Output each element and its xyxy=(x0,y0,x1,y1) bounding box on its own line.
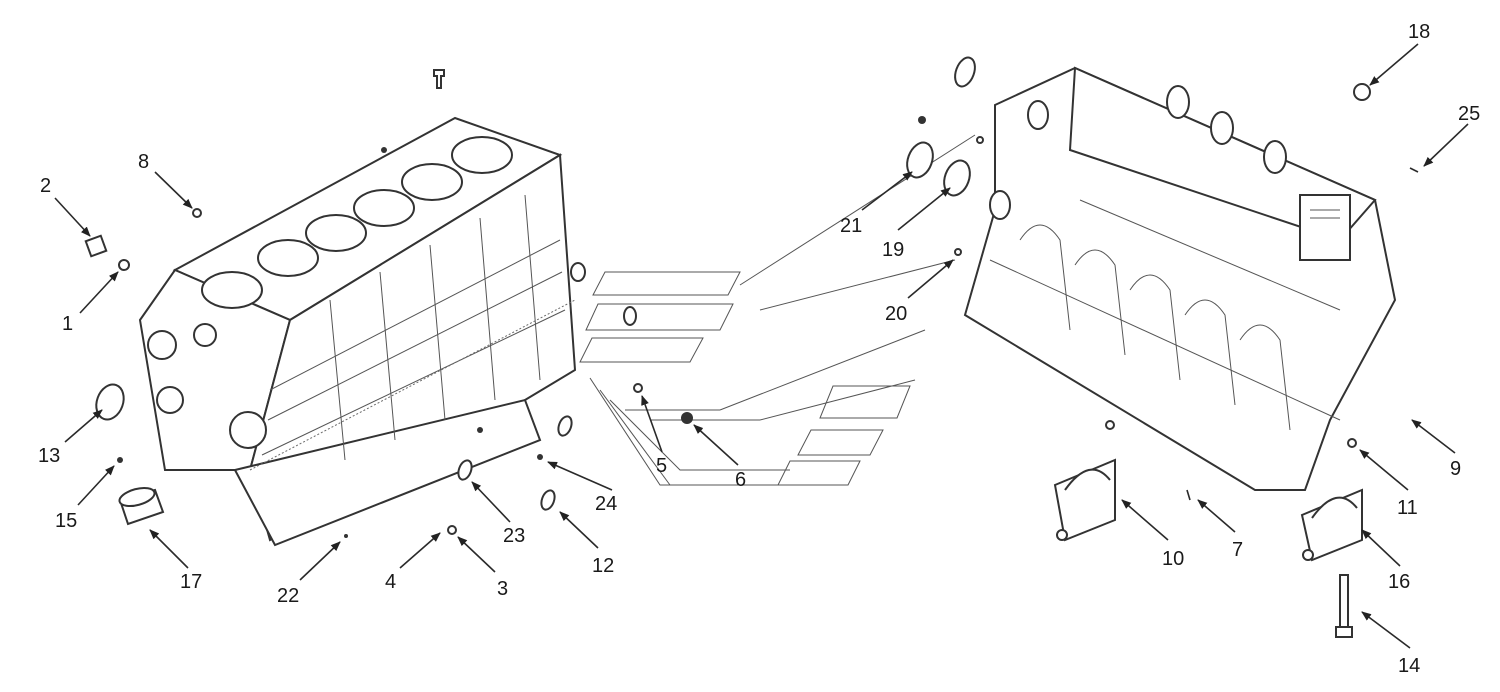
callout-19: 19 xyxy=(882,239,904,261)
pin-25 xyxy=(1409,167,1419,173)
part-24 xyxy=(537,454,543,460)
callout-21: 21 xyxy=(840,215,862,237)
part-3 xyxy=(447,525,457,535)
callout-10: 10 xyxy=(1162,548,1184,570)
left-cylinder-bores xyxy=(201,136,513,309)
callout-11: 11 xyxy=(1397,497,1418,519)
pin-7 xyxy=(1186,489,1191,501)
callout-labels: 2 1 8 13 15 17 22 4 3 23 12 24 5 6 21 19… xyxy=(38,21,1480,677)
panel-o-ring xyxy=(623,306,637,326)
callout-1: 1 xyxy=(62,313,73,335)
small-parts xyxy=(84,56,1419,638)
right-bearing-webs xyxy=(989,199,1341,431)
callout-3: 3 xyxy=(497,578,508,600)
callout-24: 24 xyxy=(595,493,617,515)
right-block-housing xyxy=(1299,194,1351,261)
center-detail-panels xyxy=(579,134,976,486)
o-ring-side xyxy=(570,262,586,282)
o-ring-19 xyxy=(943,159,971,197)
callout-6: 6 xyxy=(735,469,746,491)
part-11 xyxy=(1347,438,1357,448)
o-ring-21 xyxy=(906,141,934,179)
callout-17: 17 xyxy=(180,571,202,593)
leader-arrows xyxy=(54,43,1469,649)
o-ring-13 xyxy=(95,383,125,421)
part-20 xyxy=(954,248,962,256)
left-side-ribs xyxy=(261,194,566,461)
callout-20: 20 xyxy=(885,303,907,325)
callout-4: 4 xyxy=(385,571,396,593)
callout-25: 25 xyxy=(1458,103,1480,125)
callout-15: 15 xyxy=(55,510,77,532)
callout-23: 23 xyxy=(503,525,525,547)
right-engine-block xyxy=(963,66,1397,491)
callout-14: 14 xyxy=(1398,655,1420,677)
part-1 xyxy=(118,259,130,271)
callout-7: 7 xyxy=(1232,539,1243,561)
callout-22: 22 xyxy=(277,585,299,607)
plug-18 xyxy=(1353,83,1371,101)
plug-part-2 xyxy=(84,234,108,258)
bearing-cap-10 xyxy=(1053,458,1116,542)
cup-plug-17 xyxy=(118,486,165,526)
part-6 xyxy=(681,412,693,424)
o-ring-top-right xyxy=(954,56,976,88)
callout-18: 18 xyxy=(1408,21,1430,43)
bolt-14 xyxy=(1335,574,1353,638)
o-ring-23 xyxy=(457,459,473,481)
bearing-cap-16 xyxy=(1300,488,1363,562)
callout-16: 16 xyxy=(1388,571,1410,593)
part-22 xyxy=(344,534,348,538)
callout-13: 13 xyxy=(38,445,60,467)
part-8 xyxy=(192,208,202,218)
left-engine-block xyxy=(138,116,577,547)
left-front-port xyxy=(147,330,177,360)
callout-5: 5 xyxy=(656,455,667,477)
part-15 xyxy=(117,457,123,463)
callout-9: 9 xyxy=(1450,458,1461,480)
left-block-lower-skirt xyxy=(233,398,542,547)
o-ring-12 xyxy=(540,489,556,511)
top-bolt xyxy=(433,69,445,89)
part-5 xyxy=(633,383,643,393)
callout-8: 8 xyxy=(138,151,149,173)
callout-2: 2 xyxy=(40,175,51,197)
callout-12: 12 xyxy=(592,555,614,577)
